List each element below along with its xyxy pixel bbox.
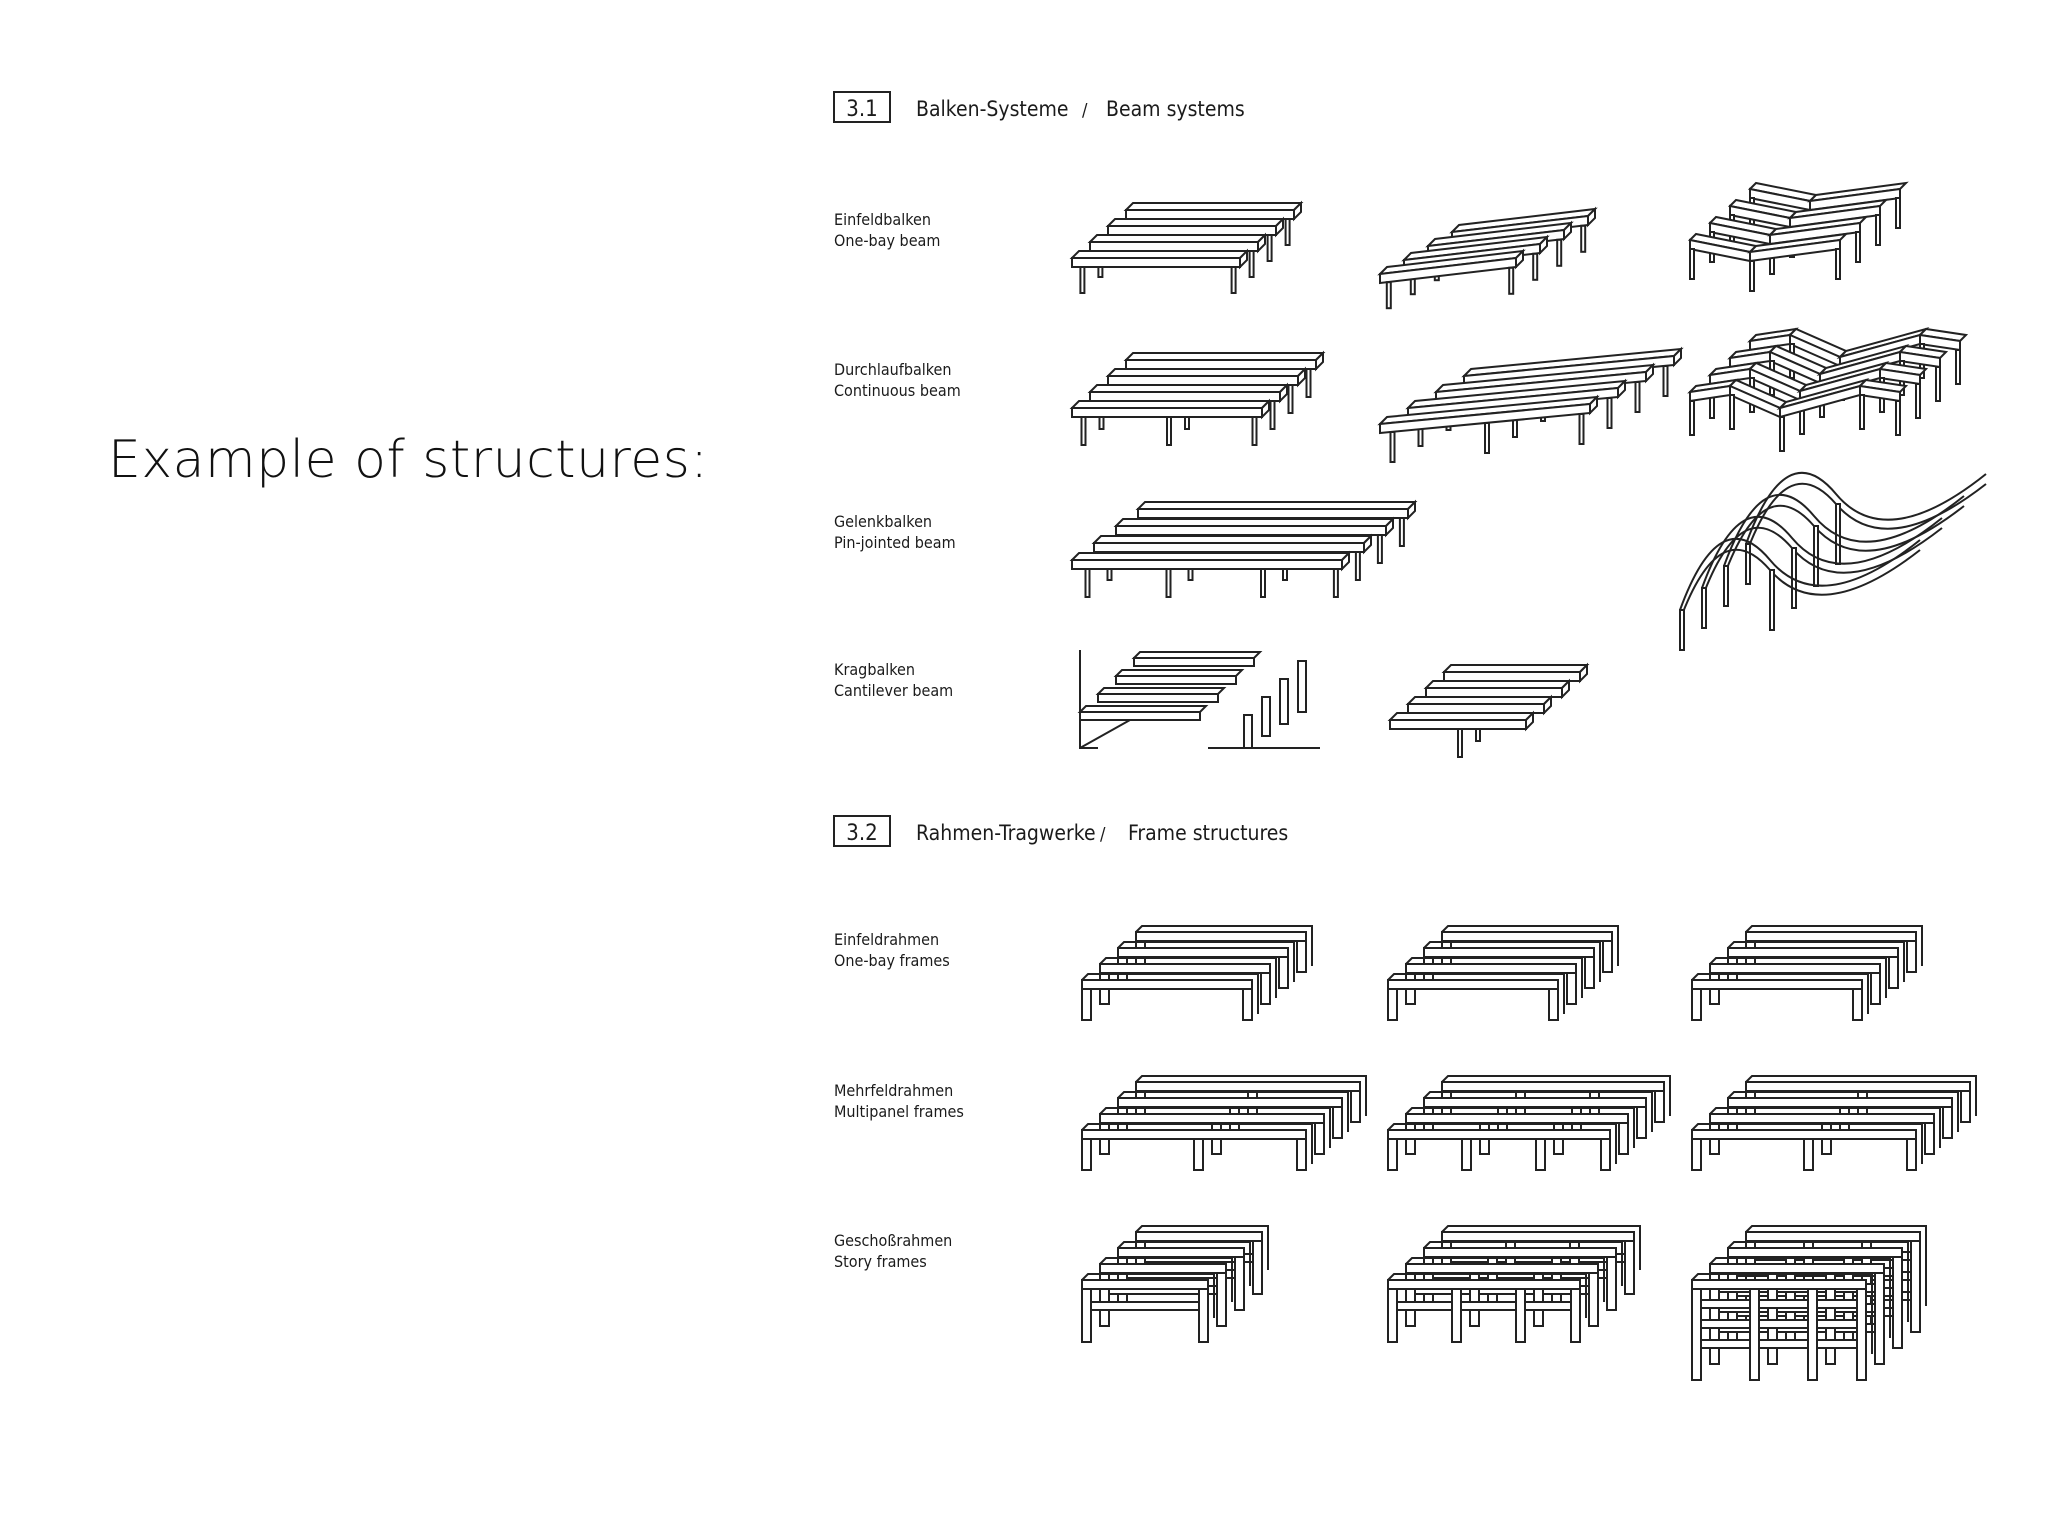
section-heading-sep: / — [1082, 100, 1088, 121]
row-label-de: Gelenkbalken — [834, 512, 932, 531]
section-heading-en: Beam systems — [1106, 97, 1245, 121]
one-bay-frame-a — [1081, 925, 1313, 1021]
pin-jointed-beam-curved — [1679, 471, 1987, 651]
multipanel-frame-c — [1691, 1075, 1977, 1171]
row-label-cantilever-beam: Kragbalken Cantilever beam — [834, 660, 953, 700]
one-bay-frame-b — [1387, 925, 1619, 1021]
row-label-en: Pin-jointed beam — [834, 533, 956, 552]
one-bay-beam-sloped — [1377, 206, 1598, 310]
row-label-de: Durchlaufbalken — [834, 360, 952, 379]
story-frame-b — [1387, 1225, 1641, 1343]
row-label-multipanel-frames: Mehrfeldrahmen Multipanel frames — [834, 1081, 964, 1121]
continuous-beam-sloped — [1377, 346, 1684, 463]
section-number: 3.2 — [846, 821, 877, 846]
row-label-en: One-bay beam — [834, 231, 940, 250]
story-frame-c — [1691, 1225, 1927, 1381]
row-label-de: Geschoßrahmen — [834, 1231, 952, 1250]
row-label-de: Einfeldbalken — [834, 210, 931, 229]
cantilever-beam-wall — [1077, 650, 1263, 749]
row-label-en: Cantilever beam — [834, 681, 953, 700]
one-bay-frame-c — [1691, 925, 1923, 1021]
continuous-beam-bent — [1687, 327, 1969, 452]
slide-title: Example of structures: — [108, 430, 709, 490]
row-label-de: Kragbalken — [834, 660, 915, 679]
cantilever-beam-stack — [1387, 662, 1590, 758]
section-number-box — [833, 815, 891, 847]
structure-drawings — [1069, 181, 1987, 1381]
section-heading-sep: / — [1100, 824, 1106, 845]
row-label-one-bay-beam: Einfeldbalken One-bay beam — [834, 210, 940, 250]
section-heading-en: Frame structures — [1128, 821, 1288, 845]
row-label-de: Mehrfeldrahmen — [834, 1081, 953, 1100]
multipanel-frame-a — [1081, 1075, 1367, 1171]
continuous-beam-straight — [1069, 350, 1326, 446]
section-header-beam-systems: 3.1 Balken-Systeme / Beam systems — [833, 91, 1245, 123]
row-label-story-frames: Geschoßrahmen Story frames — [834, 1231, 952, 1271]
section-heading-de: Rahmen-Tragwerke — [916, 821, 1096, 845]
row-label-de: Einfeldrahmen — [834, 930, 939, 949]
row-label-en: Continuous beam — [834, 381, 961, 400]
cantilever-beam-columns — [1208, 660, 1320, 749]
section-number: 3.1 — [846, 97, 877, 122]
row-label-continuous-beam: Durchlaufbalken Continuous beam — [834, 360, 961, 400]
story-frame-a — [1081, 1225, 1269, 1343]
one-bay-beam-bent — [1687, 181, 1909, 292]
section-heading-de: Balken-Systeme — [916, 97, 1069, 121]
multipanel-frame-b — [1387, 1075, 1671, 1171]
row-label-one-bay-frames: Einfeldrahmen One-bay frames — [834, 930, 950, 970]
section-number-box — [833, 91, 891, 123]
row-label-pin-jointed-beam: Gelenkbalken Pin-jointed beam — [834, 512, 956, 552]
section-header-frame-structures: 3.2 Rahmen-Tragwerke / Frame structures — [833, 815, 1288, 847]
pin-jointed-beam — [1069, 499, 1418, 598]
one-bay-beam-straight — [1069, 200, 1304, 294]
row-label-en: Multipanel frames — [834, 1102, 964, 1121]
row-label-en: One-bay frames — [834, 951, 950, 970]
row-label-en: Story frames — [834, 1252, 927, 1271]
